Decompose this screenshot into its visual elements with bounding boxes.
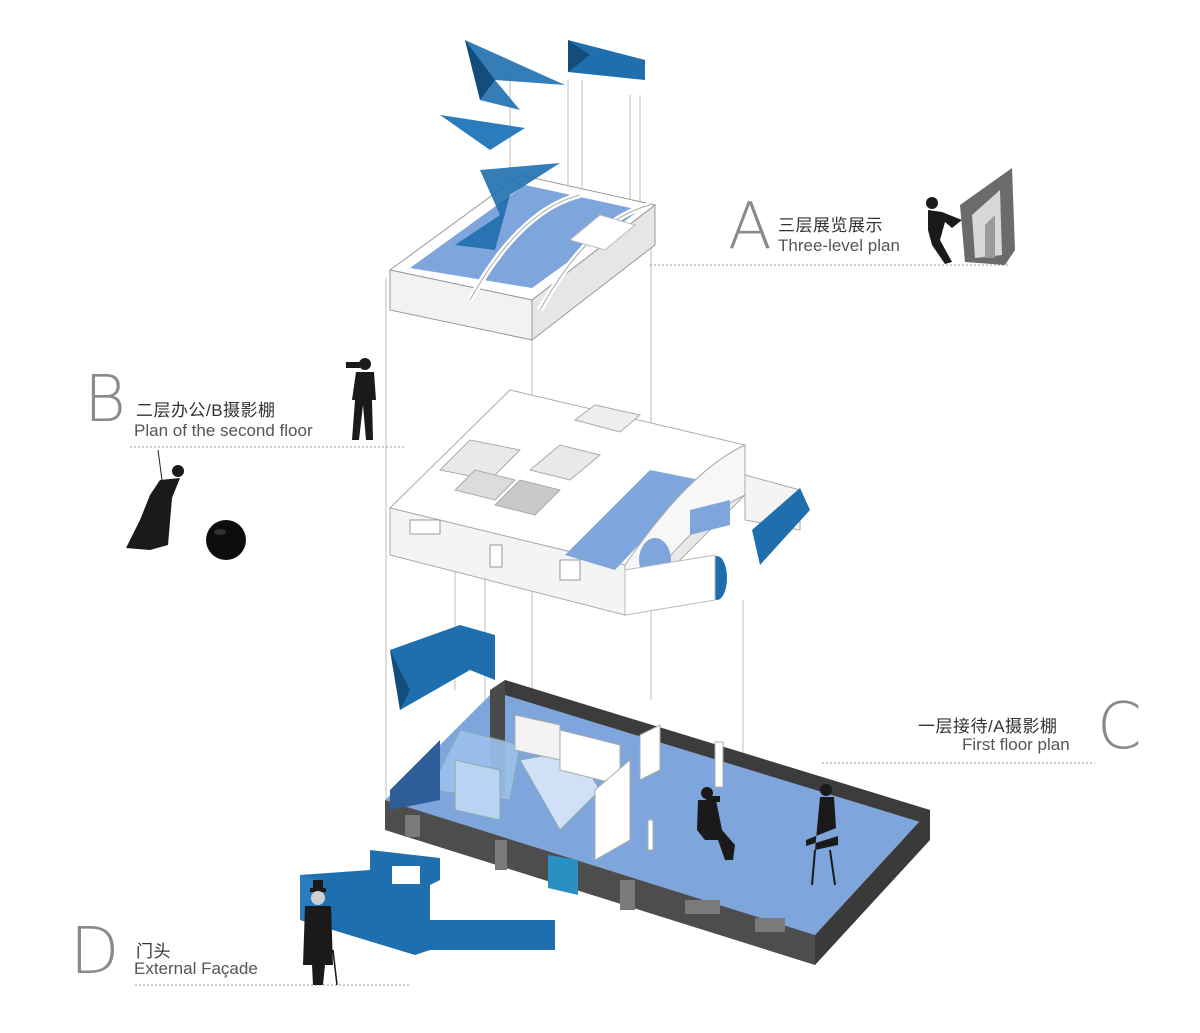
hanging-sculptures	[440, 40, 645, 250]
third-level-plan	[388, 174, 657, 342]
label-a-letter: A	[728, 190, 772, 264]
label-leaders	[130, 264, 1095, 986]
metal-sculpture-a	[960, 168, 1015, 265]
figure-dancer-a	[926, 197, 962, 264]
label-b-letter: B	[84, 363, 126, 437]
label-b-english: Plan of the second floor	[134, 421, 313, 440]
figure-photographer-b	[346, 358, 376, 440]
label-d-letter: D	[70, 915, 120, 989]
floating-facade-panel	[390, 625, 495, 710]
label-d-english: External Façade	[134, 959, 258, 978]
figure-gentleman-d	[303, 880, 338, 986]
sphere-highlight	[214, 529, 226, 535]
label-c-english: First floor plan	[962, 735, 1070, 754]
label-d-chinese: 门头	[136, 942, 171, 961]
label-c-chinese: 一层接待/A摄影棚	[918, 717, 1058, 736]
label-a-english: Three-level plan	[778, 236, 900, 255]
figure-seated-photographer	[697, 787, 735, 860]
label-c-letter: C	[1097, 690, 1142, 764]
label-b-chinese: 二层办公/B摄影棚	[136, 401, 276, 420]
figure-swing-b	[126, 449, 184, 550]
second-level-plan	[389, 389, 810, 617]
black-sphere	[206, 520, 246, 560]
label-a-chinese: 三层展览展示	[778, 216, 883, 235]
figure-model-on-stool	[806, 784, 838, 886]
